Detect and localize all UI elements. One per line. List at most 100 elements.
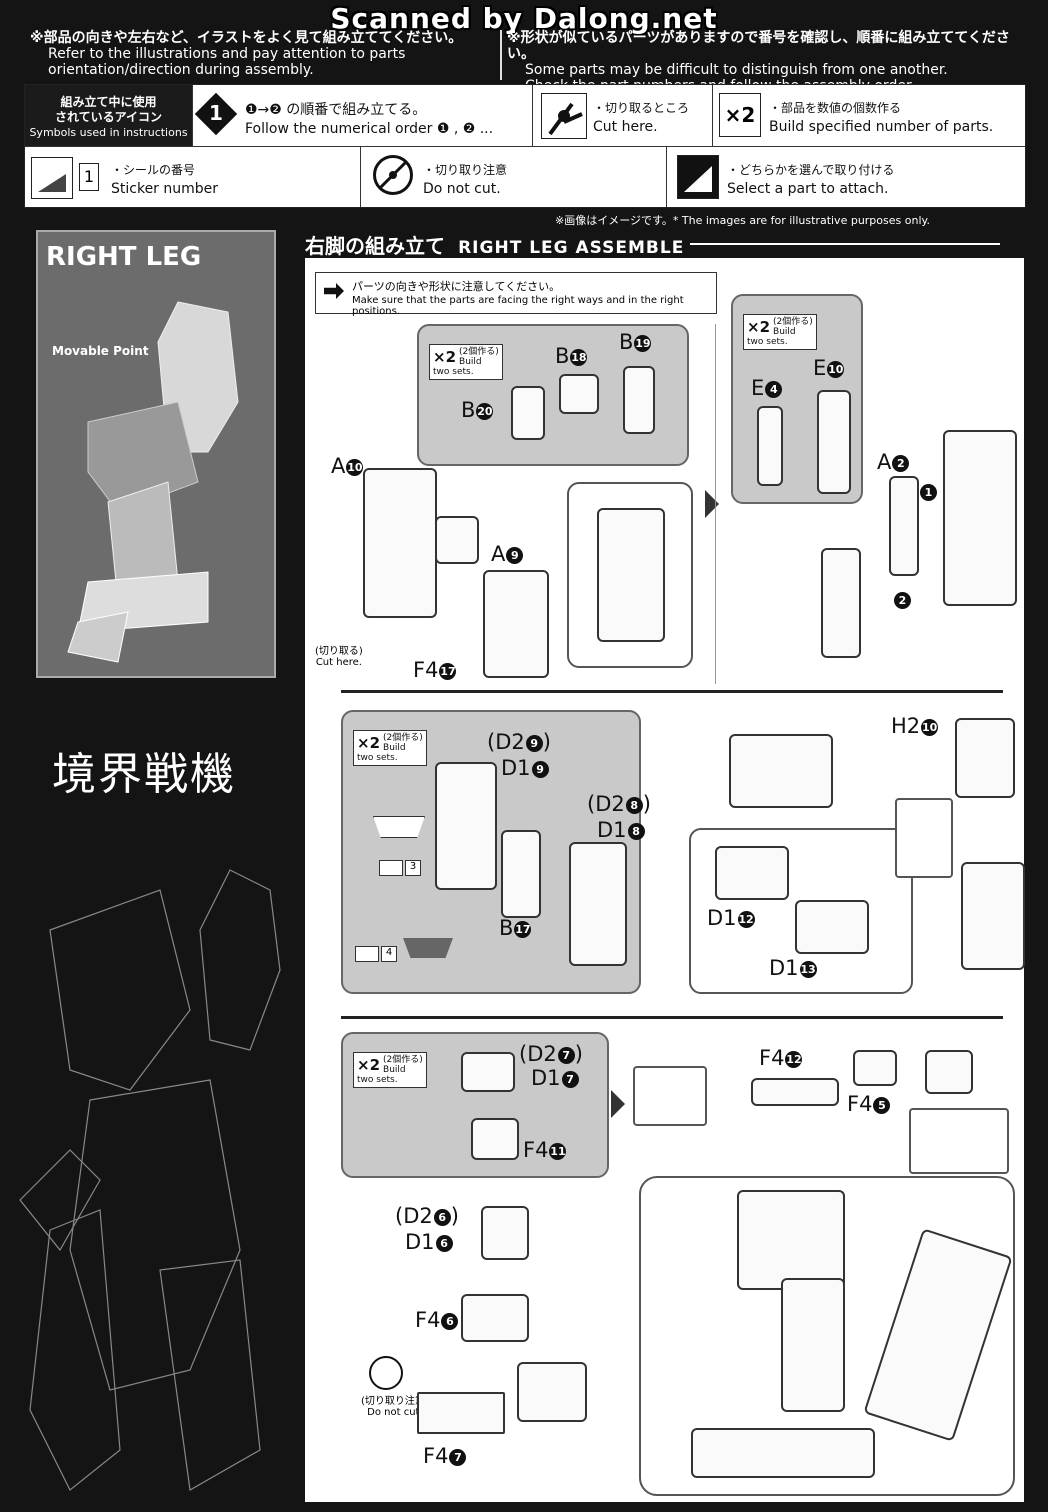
- movable-point-label: Movable Point: [52, 344, 149, 358]
- nocut-en: Do not cut.: [423, 181, 501, 197]
- no-cut-note: (切り取り注意)Do not cut.: [361, 1396, 429, 1418]
- build-two-badge-d: ×2(2個作る)Build two sets.: [353, 730, 428, 766]
- legend-header-en: Symbols used in instructions: [29, 126, 188, 139]
- part-f4-5: [853, 1050, 897, 1086]
- section-title-jp: 右脚の組み立て: [305, 234, 445, 258]
- part-d1-7-assembled: [925, 1050, 973, 1094]
- sticker-en: Sticker number: [111, 181, 219, 197]
- sticker-4-icon: [355, 946, 379, 962]
- step-arrow-1: [705, 490, 719, 518]
- select-en: Select a part to attach.: [727, 181, 889, 197]
- build-en: Build specified number of parts.: [769, 119, 994, 135]
- background-mech-illustration: [19, 869, 281, 1491]
- part-f4-12: [751, 1078, 839, 1106]
- note-orientation-jp: ※部品の向きや左右など、イラストをよく見て組み立ててください。: [30, 30, 463, 46]
- disclaimer: ※画像はイメージです。* The images are for illustra…: [555, 214, 930, 227]
- build-jp: ・部品を数値の個数作る: [769, 101, 902, 115]
- legend-select: ・どちらかを選んで取り付ける Select a part to attach.: [667, 147, 1025, 207]
- sticker-jp: ・シールの番号: [111, 163, 196, 177]
- x2-icon: ×2: [719, 93, 761, 137]
- part-f4-6: [461, 1294, 529, 1342]
- part-b18: [559, 374, 599, 414]
- cut-jp: ・切り取るところ: [593, 101, 690, 115]
- part-a10: [363, 468, 437, 618]
- legend-build: ×2 ・部品を数値の個数作る Build specified number of…: [713, 85, 1025, 147]
- series-logo: 境界戦機: [52, 749, 236, 800]
- sticker-4-shape: [403, 938, 453, 958]
- no-cut-icon: [373, 155, 413, 195]
- order-diamond-number: 1: [209, 101, 223, 125]
- section-title-en: RIGHT LEG ASSEMBLE: [458, 238, 685, 258]
- legend-header-jp1: 組み立て中に使用: [60, 95, 157, 109]
- build-two-badge: ×2(2個作る)Build two sets.: [429, 344, 504, 380]
- legend-cut: ・切り取るところ Cut here.: [533, 85, 713, 147]
- note-similar-jp: ※形状が似ているパーツがありますので番号を確認し、順番に組み立ててください。: [507, 30, 1010, 62]
- note-similar-en1: Some parts may be difficult to distingui…: [525, 62, 948, 78]
- caution-jp: パーツの向きや形状に注意してください。: [352, 280, 561, 293]
- sticker-icon: [31, 157, 73, 199]
- part-e4: [757, 406, 783, 486]
- leg-illustration: [67, 301, 239, 663]
- part-e-assembled: [821, 548, 861, 658]
- f4-detail-panel: [633, 1066, 707, 1126]
- part-d1-7: [461, 1052, 515, 1092]
- part-upper-block: [737, 1190, 845, 1290]
- build-two-en: Build two sets.: [433, 357, 482, 377]
- right-leg-preview-panel: RIGHT LEG Movable Point: [36, 230, 276, 678]
- select-jp: ・どちらかを選んで取り付ける: [727, 163, 895, 177]
- sticker-3-icon: [379, 860, 403, 876]
- cut-here-note: (切り取る)Cut here.: [315, 646, 363, 668]
- final-assembly-panel: [639, 1176, 1015, 1496]
- part-b-assembly: [435, 516, 479, 564]
- order-en: Follow the numerical order ❶ , ❷ ...: [245, 121, 494, 137]
- part-f4-11: [471, 1118, 519, 1160]
- part-h2-assembly: [729, 734, 833, 808]
- step-divider-2: [341, 1016, 1003, 1019]
- sticker-3-number: 3: [405, 860, 421, 876]
- caution-en: Make sure that the parts are facing the …: [352, 295, 684, 317]
- part-d1-13: [795, 900, 869, 954]
- section-title: 右脚の組み立て RIGHT LEG ASSEMBLE: [305, 230, 684, 259]
- select-icon: [677, 155, 719, 199]
- order-1-marker: 1: [920, 484, 937, 501]
- build-two-badge-d2: ×2(2個作る)Build two sets.: [353, 1052, 428, 1088]
- caution-arrow-icon: [324, 283, 344, 299]
- h2-inner-panel: [895, 798, 953, 878]
- order-jp: ❶→❷ の順番で組み立てる。: [245, 102, 427, 118]
- step-divider-1: [341, 690, 1003, 693]
- watermark: Scanned by Dalong.net: [330, 2, 718, 35]
- cut-en: Cut here.: [593, 119, 658, 135]
- title-rule: [690, 243, 1000, 245]
- part-d1-9: [435, 762, 497, 890]
- part-f4-ankle: [517, 1362, 587, 1422]
- no-cut-icon-step: [369, 1356, 403, 1390]
- part-d1-8: [569, 842, 627, 966]
- legend-sticker: 1 ・シールの番号 Sticker number: [25, 147, 361, 207]
- sticker-number-box: 1: [79, 163, 99, 191]
- part-a2: [889, 476, 919, 576]
- part-knee-armor: [863, 1228, 1013, 1442]
- part-f4-7: [417, 1392, 505, 1434]
- note-orientation-en1: Refer to the illustrations and pay atten…: [48, 46, 406, 62]
